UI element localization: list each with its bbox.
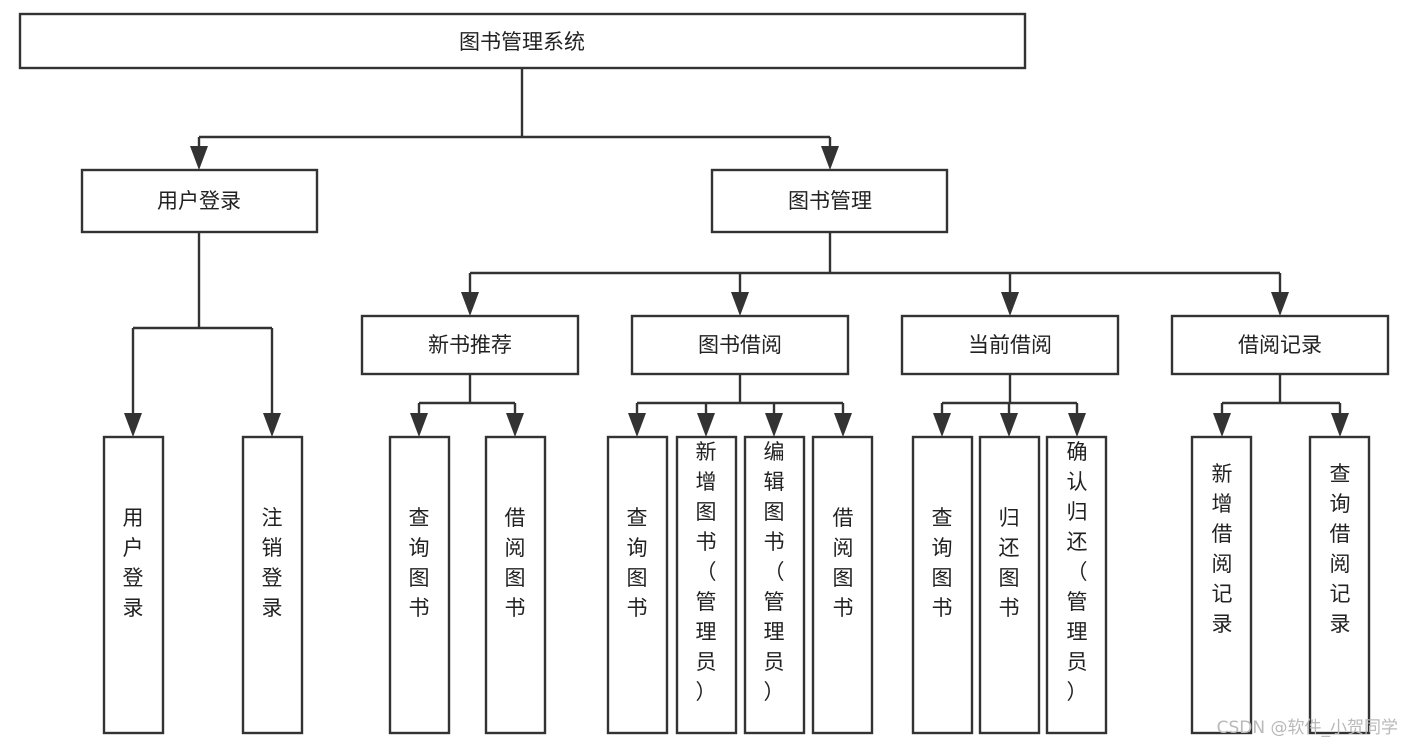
arrow-to-borrow-record xyxy=(1271,292,1289,316)
node-leaf-logout-label: 注销登录 xyxy=(262,506,283,620)
node-leaf-borrow-book-1[interactable]: 借阅图书 xyxy=(484,435,547,735)
arrow-user-login-leaf2 xyxy=(263,413,281,437)
node-book-borrow-box[interactable] xyxy=(630,314,850,376)
node-user-login-box[interactable] xyxy=(80,168,319,234)
node-leaf-add-book[interactable]: 新增图书（管理员） xyxy=(675,435,738,735)
node-leaf-borrow-book-2[interactable]: 借阅图书 xyxy=(811,435,874,735)
node-user-login[interactable]: 用户登录 xyxy=(80,168,319,234)
node-leaf-query-borrow-record-label: 查询借阅记录 xyxy=(1330,462,1351,636)
arrow-book-borrow-leaf1 xyxy=(628,413,646,437)
node-borrow-record[interactable]: 借阅记录 xyxy=(1170,314,1390,376)
node-leaf-edit-book-box[interactable] xyxy=(743,435,806,735)
node-current-borrow-label: 当前借阅 xyxy=(968,333,1052,357)
node-book-borrow[interactable]: 图书借阅 xyxy=(630,314,850,376)
connector-layer xyxy=(124,68,1349,437)
node-leaf-query-book-1[interactable]: 查询图书 xyxy=(388,435,451,735)
node-leaf-query-borrow-record[interactable]: 查询借阅记录 xyxy=(1308,435,1371,735)
node-leaf-logout[interactable]: 注销登录 xyxy=(241,435,304,735)
node-leaf-return-book-box[interactable] xyxy=(978,435,1041,735)
node-leaf-query-book-2-box[interactable] xyxy=(606,435,669,735)
node-new-book-recommend-label: 新书推荐 xyxy=(428,333,512,357)
arrow-to-book-manage xyxy=(821,146,839,170)
node-leaf-return-book-label: 归还图书 xyxy=(999,506,1020,620)
node-current-borrow-box[interactable] xyxy=(900,314,1120,376)
arrow-current-borrow-leaf1 xyxy=(933,413,951,437)
node-leaf-query-book-3-label: 查询图书 xyxy=(932,506,953,620)
node-root-box[interactable] xyxy=(18,12,1027,70)
node-leaf-query-book-1-label: 查询图书 xyxy=(409,506,430,620)
node-leaf-borrow-book-2-box[interactable] xyxy=(811,435,874,735)
arrow-to-book-borrow xyxy=(731,292,749,316)
node-leaf-add-borrow-record[interactable]: 新增借阅记录 xyxy=(1190,435,1253,735)
arrow-borrow-record-leaf1 xyxy=(1213,413,1231,437)
node-new-book-recommend[interactable]: 新书推荐 xyxy=(360,314,580,376)
node-new-book-recommend-box[interactable] xyxy=(360,314,580,376)
arrow-book-borrow-leaf3 xyxy=(765,413,783,437)
node-book-borrow-label: 图书借阅 xyxy=(698,333,782,357)
node-leaf-confirm-return[interactable]: 确认归还（管理员） xyxy=(1045,435,1108,735)
node-book-manage-label: 图书管理 xyxy=(788,189,872,213)
node-leaf-user-login-box[interactable] xyxy=(102,435,165,735)
node-leaf-query-book-3[interactable]: 查询图书 xyxy=(911,435,974,735)
node-leaf-confirm-return-label: 确认归还（管理员） xyxy=(1067,440,1088,704)
node-leaf-confirm-return-box[interactable] xyxy=(1045,435,1108,735)
node-leaf-edit-book[interactable]: 编辑图书（管理员） xyxy=(743,435,806,735)
node-leaf-query-borrow-record-box[interactable] xyxy=(1308,435,1371,735)
arrow-user-login-leaf1 xyxy=(124,413,142,437)
node-current-borrow[interactable]: 当前借阅 xyxy=(900,314,1120,376)
node-leaf-logout-box[interactable] xyxy=(241,435,304,735)
node-book-manage[interactable]: 图书管理 xyxy=(710,168,949,234)
node-leaf-borrow-book-1-box[interactable] xyxy=(484,435,547,735)
node-leaf-user-login-label: 用户登录 xyxy=(123,506,144,620)
node-borrow-record-box[interactable] xyxy=(1170,314,1390,376)
arrow-book-borrow-leaf4 xyxy=(834,413,852,437)
arrow-to-current-borrow xyxy=(1001,292,1019,316)
arrow-borrow-record-leaf2 xyxy=(1331,413,1349,437)
node-user-login-label: 用户登录 xyxy=(157,189,241,213)
node-leaf-add-borrow-record-label: 新增借阅记录 xyxy=(1212,462,1233,636)
node-leaf-query-book-1-box[interactable] xyxy=(388,435,451,735)
node-leaf-borrow-book-2-label: 借阅图书 xyxy=(833,506,854,620)
arrow-current-borrow-leaf2 xyxy=(1000,413,1018,437)
arrow-book-borrow-leaf2 xyxy=(697,413,715,437)
node-leaf-query-book-2-label: 查询图书 xyxy=(627,506,648,620)
arrow-new-book-leaf1 xyxy=(410,413,428,437)
node-root[interactable]: 图书管理系统 xyxy=(18,12,1027,70)
arrow-current-borrow-leaf3 xyxy=(1068,413,1086,437)
node-book-manage-box[interactable] xyxy=(710,168,949,234)
node-leaf-add-book-label: 新增图书（管理员） xyxy=(696,440,717,704)
node-leaf-return-book[interactable]: 归还图书 xyxy=(978,435,1041,735)
node-leaf-add-borrow-record-box[interactable] xyxy=(1190,435,1253,735)
node-leaf-add-book-box[interactable] xyxy=(675,435,738,735)
csdn-watermark: CSDN @软件_小贺同学 xyxy=(1217,718,1398,738)
node-borrow-record-label: 借阅记录 xyxy=(1238,333,1322,357)
node-root-label: 图书管理系统 xyxy=(459,30,585,54)
arrow-new-book-leaf2 xyxy=(506,413,524,437)
node-leaf-query-book-3-box[interactable] xyxy=(911,435,974,735)
node-leaf-query-book-2[interactable]: 查询图书 xyxy=(606,435,669,735)
arrow-to-new-book xyxy=(461,292,479,316)
node-leaf-user-login[interactable]: 用户登录 xyxy=(102,435,165,735)
node-leaf-borrow-book-1-label: 借阅图书 xyxy=(505,506,526,620)
arrow-to-user-login xyxy=(190,146,208,170)
node-leaf-edit-book-label: 编辑图书（管理员） xyxy=(764,440,785,704)
